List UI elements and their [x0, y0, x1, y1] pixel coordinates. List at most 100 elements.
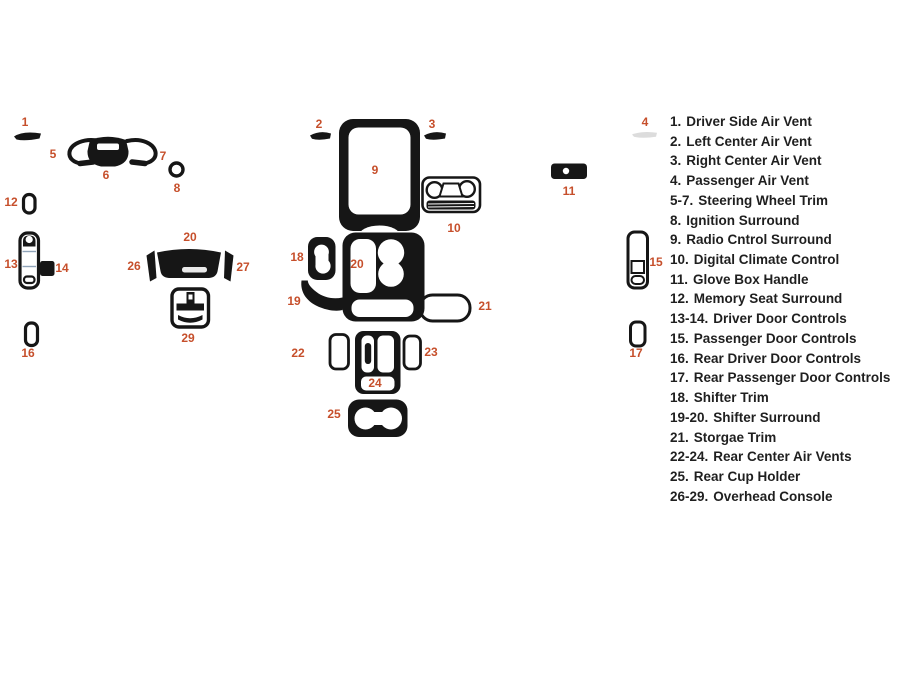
- part-23-rear-center-air-vent: [402, 334, 422, 371]
- part-15-passenger-door-controls: [626, 230, 649, 290]
- legend-item-name: Rear Driver Door Controls: [693, 350, 862, 366]
- legend-item: 5-7.Steering Wheel Trim: [670, 191, 895, 211]
- legend-item-number: 21.: [670, 429, 689, 445]
- part-label: 24: [368, 376, 382, 390]
- legend-item-name: Passenger Air Vent: [686, 173, 809, 189]
- legend-item-name: Driver Door Controls: [713, 311, 847, 327]
- part-label: 23: [424, 345, 438, 359]
- part-label: 8: [173, 181, 181, 195]
- legend-item-number: 5-7.: [670, 192, 694, 208]
- legend-item: 25.Rear Cup Holder: [670, 467, 895, 487]
- part-label: 14: [55, 261, 69, 275]
- legend-item-number: 19-20.: [670, 409, 709, 425]
- legend-item: 11.Glove Box Handle: [670, 270, 895, 290]
- part-21-storage-trim: [418, 293, 472, 323]
- part-4-passenger-air-vent: [632, 131, 657, 138]
- part-label: 21: [478, 299, 492, 313]
- part-7-steering-wheel-trim-right: [125, 138, 158, 167]
- part-label: 1: [21, 115, 29, 129]
- legend-item-number: 15.: [670, 330, 689, 346]
- legend-item-name: Radio Cntrol Surround: [686, 232, 832, 248]
- legend-item: 15.Passenger Door Controls: [670, 329, 895, 349]
- legend-item: 8.Ignition Surround: [670, 211, 895, 231]
- legend-item-number: 13-14.: [670, 311, 709, 327]
- legend-item: 9.Radio Cntrol Surround: [670, 230, 895, 250]
- legend-item-name: Rear Center Air Vents: [713, 449, 852, 465]
- legend-item: 22-24.Rear Center Air Vents: [670, 447, 895, 467]
- legend-item-name: Rear Passenger Door Controls: [693, 370, 891, 386]
- legend-item-number: 16.: [670, 350, 689, 366]
- legend-item-number: 25.: [670, 468, 689, 484]
- part-label: 16: [21, 346, 35, 360]
- part-label: 25: [327, 407, 341, 421]
- part-label: 10: [447, 221, 461, 235]
- part-label: 5: [49, 147, 57, 161]
- part-label: 27: [236, 260, 250, 274]
- part-12-memory-seat-surround: [21, 192, 37, 215]
- part-2-left-center-air-vent: [310, 132, 331, 140]
- part-label: 2: [315, 117, 323, 131]
- legend-item: 17.Rear Passenger Door Controls: [670, 368, 895, 388]
- legend-item: 3.Right Center Air Vent: [670, 151, 895, 171]
- part-18-shifter-trim: [308, 237, 336, 280]
- legend-item: 2.Left Center Air Vent: [670, 132, 895, 152]
- part-label: 3: [428, 117, 436, 131]
- part-14-driver-door-controls: [40, 261, 55, 276]
- part-29-overhead-console-lower: [170, 287, 211, 329]
- part-9-radio-surround: [339, 119, 420, 247]
- legend-item-number: 9.: [670, 232, 682, 248]
- legend-item-name: Overhead Console: [713, 488, 833, 504]
- legend-item-name: Shifter Surround: [713, 409, 821, 425]
- legend-item-number: 22-24.: [670, 449, 709, 465]
- legend-item: 12.Memory Seat Surround: [670, 289, 895, 309]
- part-label: 17: [629, 346, 643, 360]
- part-20-shifter-surround-console: [342, 232, 425, 322]
- part-10-digital-climate-control: [421, 176, 482, 214]
- part-11-glove-box-handle: [551, 163, 587, 179]
- part-27-overhead-console-right: [224, 250, 234, 282]
- legend-item: 1.Driver Side Air Vent: [670, 112, 895, 132]
- part-13-driver-door-controls: [18, 231, 41, 290]
- legend-item-name: Storgae Trim: [693, 429, 777, 445]
- part-label: 12: [4, 195, 18, 209]
- parts-legend: 1.Driver Side Air Vent 2.Left Center Air…: [670, 112, 895, 506]
- legend-item-number: 11.: [670, 271, 689, 287]
- legend-item-name: Shifter Trim: [693, 390, 769, 406]
- legend-item-name: Memory Seat Surround: [693, 291, 843, 307]
- part-label: 4: [641, 115, 649, 129]
- part-label: 9: [371, 163, 379, 177]
- legend-item-number: 12.: [670, 291, 689, 307]
- legend-item: 26-29.Overhead Console: [670, 487, 895, 507]
- part-label: 18: [290, 250, 304, 264]
- legend-item-name: Rear Cup Holder: [693, 468, 801, 484]
- part-19-shifter-surround: [301, 280, 343, 311]
- legend-item: 13-14.Driver Door Controls: [670, 309, 895, 329]
- part-label: 29: [181, 331, 195, 345]
- legend-item-number: 17.: [670, 370, 689, 386]
- legend-item: 18.Shifter Trim: [670, 388, 895, 408]
- legend-item-number: 1.: [670, 114, 682, 129]
- part-label: 7: [159, 149, 167, 163]
- part-25-rear-cup-holder: [348, 399, 408, 437]
- legend-item-number: 18.: [670, 390, 689, 406]
- legend-item-name: Digital Climate Control: [693, 252, 840, 268]
- part-1-driver-side-air-vent: [14, 132, 41, 141]
- part-24-rear-center-air-vent: [355, 331, 401, 394]
- part-28-overhead-console-main: [157, 249, 221, 278]
- part-label: 6: [102, 168, 110, 182]
- legend-item-number: 2.: [670, 133, 682, 149]
- part-label: 13: [4, 257, 18, 271]
- legend-item: 16.Rear Driver Door Controls: [670, 349, 895, 369]
- part-8-ignition-surround: [168, 161, 185, 178]
- part-22-rear-center-air-vent: [328, 333, 350, 371]
- part-26-overhead-console-left: [146, 250, 157, 282]
- legend-item: 10.Digital Climate Control: [670, 250, 895, 270]
- legend-item: 4.Passenger Air Vent: [670, 171, 895, 191]
- part-17-rear-passenger-door-controls: [629, 320, 647, 348]
- part-label: 11: [562, 184, 576, 198]
- legend-item-number: 10.: [670, 252, 689, 268]
- legend-item-name: Steering Wheel Trim: [698, 192, 829, 208]
- part-label: 22: [291, 346, 305, 360]
